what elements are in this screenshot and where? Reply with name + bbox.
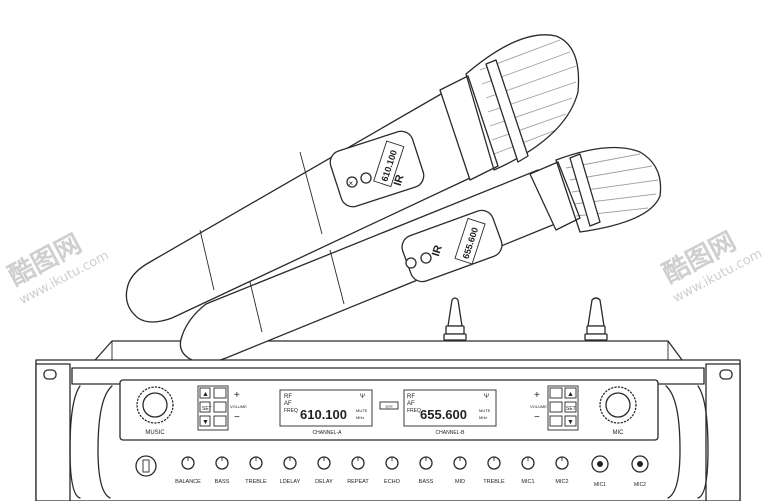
right-aux-button-2[interactable]	[549, 401, 563, 413]
mic2-jack-label: MIC2	[634, 482, 646, 488]
power-icon	[142, 459, 150, 473]
control-panel	[119, 379, 659, 441]
control-knob-label: MIC1	[521, 479, 534, 485]
control-knob-label: TREBLE	[245, 479, 267, 485]
channel-a-name: CHANNEL-A	[313, 430, 343, 436]
channel-a-mute: MUTE	[356, 408, 368, 413]
antenna-left	[443, 297, 467, 341]
rack-screw-slot	[43, 369, 57, 380]
right-aux-button-3[interactable]	[549, 415, 563, 427]
mic-a-set-icon	[360, 172, 372, 184]
mic-b-power-icon	[405, 257, 417, 269]
mic-knob-scale	[599, 386, 637, 424]
rack-ear-right	[705, 363, 741, 501]
volume-label: VOLUME	[230, 404, 247, 409]
receiver-front: MUSIC ▲ SET ▼ + VOLUME − RF AF FREQ 610.…	[35, 359, 741, 501]
channel-a-rf: RF	[284, 394, 292, 400]
mic-a-lcd	[373, 140, 405, 188]
set-label: SET	[566, 406, 576, 412]
rack-ear-left	[35, 363, 71, 501]
channel-b-frequency: 655.600	[420, 407, 467, 422]
channel-a-display: RF AF FREQ 610.100 MUTE MHz Ψ CHANNEL-A	[279, 389, 373, 436]
control-knob-label: BASS	[419, 479, 434, 485]
bottom-control-knobs: BALANCE BASS TREBLE LDELAY DELAY REPEAT ECHO BA…	[175, 456, 569, 485]
antenna-icon: Ψ	[484, 394, 489, 400]
left-aux-button-3[interactable]	[213, 415, 227, 427]
control-knob-label: DELAY	[315, 479, 333, 485]
rack-screw-slot	[719, 369, 733, 380]
channel-a-frequency: 610.100	[300, 407, 347, 422]
set-button[interactable]	[199, 401, 211, 413]
svg-text:×: ×	[349, 179, 354, 188]
mic-b-ir-label: IR	[430, 244, 445, 258]
channel-b-rf: RF	[407, 394, 415, 400]
left-button-group: ▲ SET ▼ + VOLUME −	[197, 385, 247, 431]
control-knob-label: ECHO	[384, 479, 401, 485]
mic-a-power-icon	[346, 176, 358, 188]
channel-b-af: AF	[407, 401, 415, 407]
mic-knob[interactable]	[605, 392, 631, 418]
control-knob-label: BALANCE	[175, 479, 201, 485]
up-button[interactable]	[199, 387, 211, 399]
left-aux-button-1[interactable]	[213, 387, 227, 399]
mic1-jack-label: MIC1	[594, 482, 606, 488]
handle-right	[697, 385, 709, 499]
antenna-icon: Ψ	[360, 394, 365, 400]
channel-b-freq-label: FREQ	[407, 408, 421, 414]
channel-b-unit: MHz	[479, 415, 487, 420]
down-button[interactable]	[199, 415, 211, 427]
control-knob-label: TREBLE	[483, 479, 505, 485]
control-knob-label: MID	[455, 479, 465, 485]
watermark-right: 酷图网 www.ikutu.com	[658, 227, 765, 307]
left-aux-button-2[interactable]	[213, 401, 227, 413]
mic-b-lcd	[454, 217, 486, 265]
svg-text:▼: ▼	[202, 419, 209, 426]
handle-left	[69, 385, 81, 499]
microphone-a: 610.100 IR ×	[125, 34, 580, 323]
svg-text:▲: ▲	[202, 391, 209, 398]
music-knob-label: MUSIC	[145, 430, 165, 436]
channel-a-af: AF	[284, 401, 292, 407]
control-knob-label: LDELAY	[280, 479, 301, 485]
right-aux-button-1[interactable]	[549, 387, 563, 399]
set-button[interactable]	[564, 401, 577, 413]
music-knob-scale	[136, 386, 174, 424]
control-knob-label: BASS	[215, 479, 230, 485]
volume-minus-label[interactable]: −	[234, 412, 240, 423]
right-button-group: + VOLUME − ▲ SET ▼	[530, 385, 579, 431]
control-knob-label: REPEAT	[347, 479, 369, 485]
channel-b-mute: MUTE	[479, 408, 491, 413]
mic-a-grille-pattern	[479, 39, 577, 155]
channel-a-freq-label: FREQ	[284, 408, 298, 414]
channel-b-name: CHANNEL-B	[436, 430, 466, 436]
antenna-right	[584, 297, 608, 341]
microphone-b: 655.600 IR	[179, 146, 662, 364]
volume-plus-label[interactable]: +	[534, 390, 540, 401]
power-switch[interactable]	[135, 455, 157, 477]
volume-plus-label[interactable]: +	[234, 390, 240, 401]
sync-label: sync	[385, 405, 392, 409]
up-button[interactable]	[564, 387, 577, 399]
volume-label: VOLUME	[530, 404, 547, 409]
svg-text:▲: ▲	[567, 391, 574, 398]
music-knob[interactable]	[142, 392, 168, 418]
down-button[interactable]	[564, 415, 577, 427]
channel-a-unit: MHz	[356, 415, 364, 420]
mic-knob-label: MIC	[613, 430, 625, 436]
watermark-left: 酷图网 www.ikutu.com	[4, 229, 112, 308]
svg-text:▼: ▼	[567, 419, 574, 426]
mic-b-set-icon	[420, 252, 432, 264]
volume-minus-label[interactable]: −	[534, 412, 540, 423]
set-label: SET	[202, 406, 212, 412]
mic-a-ir-label: IR	[392, 173, 407, 187]
mic-a-control-panel	[329, 130, 425, 208]
sync-button[interactable]	[379, 401, 399, 410]
control-knob-label: MIC2	[555, 479, 568, 485]
channel-b-display: RF AF FREQ 655.600 MUTE MHz Ψ CHANNEL-B	[403, 389, 497, 436]
